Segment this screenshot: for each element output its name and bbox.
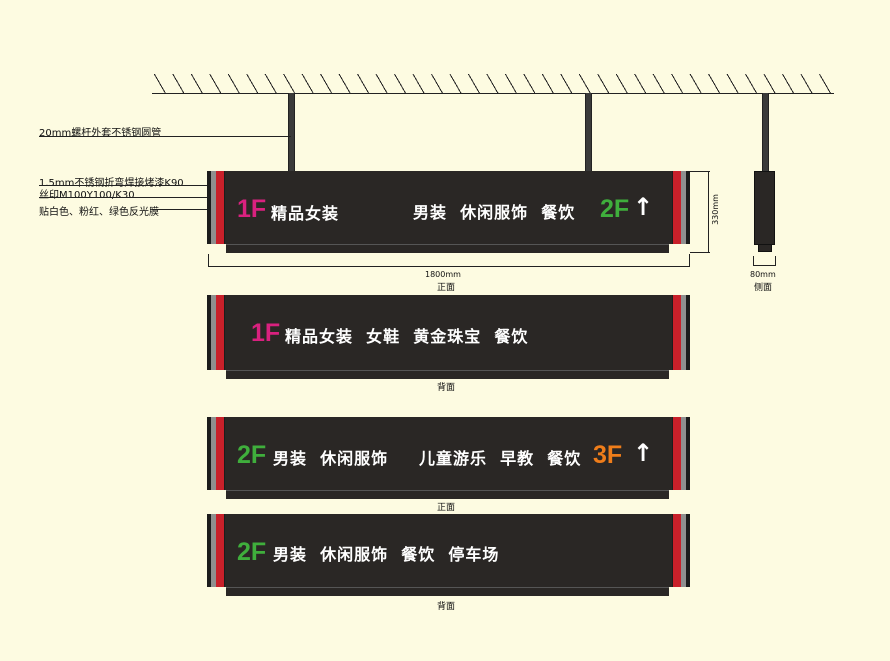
hanging-rod-side	[762, 93, 769, 171]
sign-left-text: 男装 休闲服饰	[273, 449, 389, 468]
dim-height-tick-top	[690, 171, 710, 172]
floor-label: 2F	[237, 538, 267, 566]
caption-front-1: 正面	[437, 283, 456, 293]
sign-2f-front: 2F 男装 休闲服饰 儿童游乐 早教 餐饮 3F ↑	[207, 417, 690, 490]
up-arrow-icon: ↑	[633, 193, 654, 221]
next-floor-label: 3F	[593, 441, 623, 469]
dim-width-label: 1800mm	[425, 270, 461, 279]
sign-2f-front-base	[226, 490, 669, 499]
sign-text: 精品女装 女鞋 黄金珠宝 餐饮	[285, 327, 529, 346]
sign-right-text: 男装 休闲服饰 餐饮	[413, 203, 576, 222]
floor-label: 1F	[251, 319, 281, 347]
next-floor-label: 2F	[600, 195, 630, 223]
annotation-steel-spec: 1.5mm不锈钢折弯焊接烤漆K90	[39, 178, 184, 189]
annotation-rod-leader	[39, 136, 291, 137]
dim-width-tick-left	[208, 254, 209, 267]
sign-text: 男装 休闲服饰 餐饮 停车场	[273, 545, 500, 564]
caption-front-2: 正面	[437, 503, 456, 513]
floor-label: 2F	[237, 441, 267, 469]
sign-1f-back-base	[226, 370, 669, 379]
dim-depth-tick-right	[775, 256, 776, 266]
dim-depth-line	[753, 265, 776, 266]
sign-1f-front: 1F 精品女装 男装 休闲服饰 餐饮 2F ↑	[207, 171, 690, 244]
floor-label: 1F	[237, 195, 267, 223]
side-view-panel	[754, 171, 775, 245]
annotation-silkscreen: 丝印M100Y100/K30	[39, 190, 135, 201]
ceiling-line	[152, 93, 834, 94]
hanging-rod-left	[288, 93, 295, 171]
caption-back-1: 背面	[437, 383, 456, 393]
sign-1f-back: 1F 精品女装 女鞋 黄金珠宝 餐饮	[207, 295, 690, 370]
sign-trim-left	[207, 171, 225, 244]
sign-trim-right	[672, 295, 690, 370]
sign-trim-right	[672, 514, 690, 587]
sign-trim-left	[207, 295, 225, 370]
side-view-base	[758, 244, 772, 252]
dim-height-label: 330mm	[710, 194, 720, 225]
annotation-rod-spec: 20mm螺杆外套不锈钢圆管	[39, 128, 162, 139]
dim-height-line	[708, 171, 709, 252]
sign-trim-right	[672, 171, 690, 244]
sign-right-text: 儿童游乐 早教 餐饮	[419, 449, 582, 468]
sign-left-text: 精品女装	[271, 204, 340, 223]
dim-depth-label: 80mm	[750, 270, 776, 279]
up-arrow-icon: ↑	[633, 439, 654, 467]
annotation-film-leader	[152, 209, 232, 210]
annotation-steel-leader	[39, 185, 211, 186]
annotation-film: 贴白色、粉红、绿色反光膜	[39, 207, 159, 218]
sign-trim-left	[207, 514, 225, 587]
sign-2f-back: 2F 男装 休闲服饰 餐饮 停车场	[207, 514, 690, 587]
sign-trim-left	[207, 417, 225, 490]
ceiling-hatch	[152, 74, 834, 93]
annotation-silkscreen-leader	[39, 197, 211, 198]
dim-width-tick-right	[689, 254, 690, 267]
caption-side: 侧面	[754, 283, 773, 293]
sign-1f-front-base	[226, 244, 669, 253]
hanging-rod-right	[585, 93, 592, 171]
sign-2f-back-base	[226, 587, 669, 596]
dim-height-tick-bottom	[690, 252, 710, 253]
sign-trim-right	[672, 417, 690, 490]
dim-depth-tick-left	[753, 256, 754, 266]
dim-width-line	[208, 266, 690, 267]
caption-back-2: 背面	[437, 602, 456, 612]
